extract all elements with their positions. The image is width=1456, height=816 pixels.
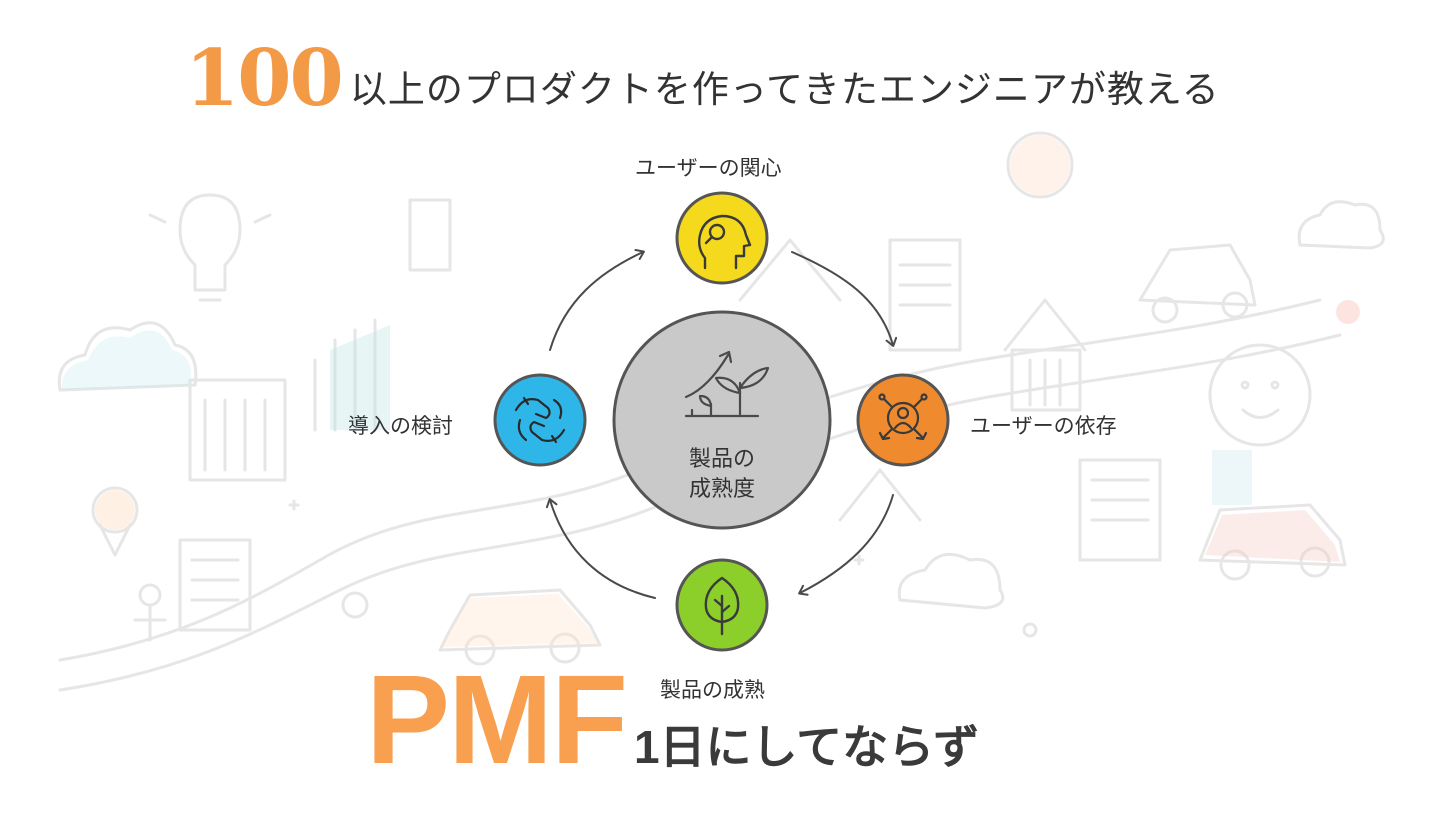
pmf-subtitle: 1日にしてならず <box>633 721 980 773</box>
label-user-dependency: ユーザーの依存 <box>970 414 1117 438</box>
arrow-bottom-to-left <box>545 498 656 599</box>
center-circle <box>612 310 832 530</box>
user-search-icon <box>697 214 752 270</box>
header: 100 以上のプロダクトを作ってきたエンジニアが教える <box>185 40 1220 118</box>
node-adoption-consideration <box>493 373 587 467</box>
label-adoption-consideration: 導入の検討 <box>348 414 453 438</box>
label-product-maturity: 製品の成熟 <box>660 678 765 702</box>
center-label-line1: 製品の <box>688 447 755 472</box>
handshake-icon <box>514 396 566 444</box>
growing-plant-icon <box>684 350 770 418</box>
footer-title: PMF 1日にしてならず <box>366 649 980 790</box>
center-label: 製品の 成熟度 <box>614 445 830 505</box>
label-user-interest: ユーザーの関心 <box>635 156 782 180</box>
pmf-title: PMF <box>366 649 628 790</box>
center-label-line2: 成熟度 <box>688 477 755 502</box>
user-network-icon <box>878 393 928 441</box>
tree-icon <box>704 576 740 636</box>
arrow-right-to-bottom <box>798 494 894 596</box>
header-number: 100 <box>185 33 344 124</box>
arrow-top-to-right <box>791 251 898 347</box>
node-user-dependency <box>856 373 950 467</box>
header-subtitle: 以上のプロダクトを作ってきたエンジニアが教える <box>349 68 1220 111</box>
arrow-left-to-top <box>549 248 645 351</box>
